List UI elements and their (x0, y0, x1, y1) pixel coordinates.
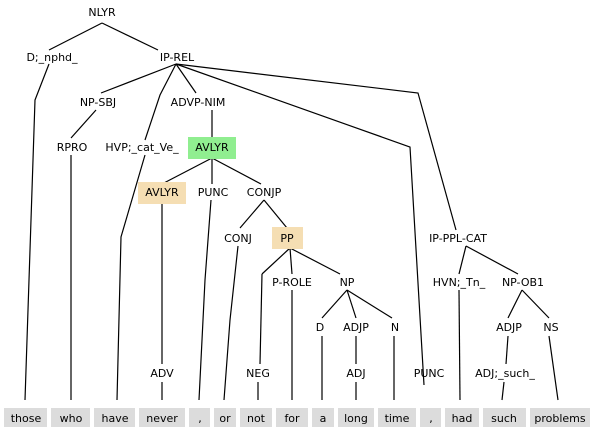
word: those (11, 412, 42, 425)
node-label: IP-REL (160, 51, 195, 64)
node-label: PUNC (414, 367, 445, 380)
node-label: NP-SBJ (80, 96, 116, 109)
highlight-tan (138, 182, 186, 204)
node-label: IP-PPL-CAT (429, 232, 487, 245)
word: or (219, 412, 231, 425)
node-label: CONJP (247, 186, 282, 199)
node-label: ADJP (343, 321, 369, 334)
node-label: AVLYR (195, 141, 229, 154)
word-box (4, 408, 47, 427)
word-box (420, 408, 441, 427)
word-box (312, 408, 334, 427)
node-label: HVN;_Tn_ (433, 276, 486, 289)
node-label: P-ROLE (272, 276, 312, 289)
node-label: ADJ;_such_ (475, 367, 535, 380)
word: such (491, 412, 517, 425)
word: for (284, 412, 300, 425)
word: time (385, 412, 410, 425)
node-label: NEG (246, 367, 270, 380)
word: not (247, 412, 266, 425)
node-label: AVLYR (145, 186, 179, 199)
node-label: HVP;_cat_Ve_ (105, 141, 179, 154)
word-box (378, 408, 416, 427)
node-label: D (316, 321, 324, 334)
node-label: PP (280, 232, 294, 245)
word: a (320, 412, 327, 425)
word-box (483, 408, 526, 427)
word: who (60, 412, 83, 425)
node-root: NLYR (88, 6, 116, 19)
word: had (452, 412, 473, 425)
node-label: ADJ (346, 367, 365, 380)
word: problems (534, 412, 586, 425)
word-box (94, 408, 135, 427)
word-box (51, 408, 90, 427)
word: , (198, 412, 202, 425)
word-row (4, 408, 590, 427)
node-label: NS (543, 321, 558, 334)
word-box (445, 408, 479, 427)
node-label: ADVP-NIM (171, 96, 226, 109)
node-label: N (391, 321, 399, 334)
word: , (429, 412, 433, 425)
word-box (530, 408, 590, 427)
word-box (214, 408, 236, 427)
node-label: ADV (150, 367, 174, 380)
word-box (276, 408, 308, 427)
word: long (344, 412, 368, 425)
node-label: ADJP (496, 321, 522, 334)
node-label: CONJ (224, 232, 252, 245)
word-box (240, 408, 272, 427)
word-box (338, 408, 374, 427)
node-label: NP (340, 276, 355, 289)
node-label: NP-OB1 (502, 276, 544, 289)
tree-edges (24, 22, 559, 401)
word: never (146, 412, 178, 425)
node-label: PUNC (198, 186, 229, 199)
word-box (189, 408, 210, 427)
highlight-green (188, 137, 236, 159)
word: have (102, 412, 129, 425)
highlight-tan (272, 227, 303, 249)
word-box (139, 408, 185, 427)
node-label: RPRO (57, 141, 88, 154)
node-label: D;_nphd_ (26, 51, 78, 64)
